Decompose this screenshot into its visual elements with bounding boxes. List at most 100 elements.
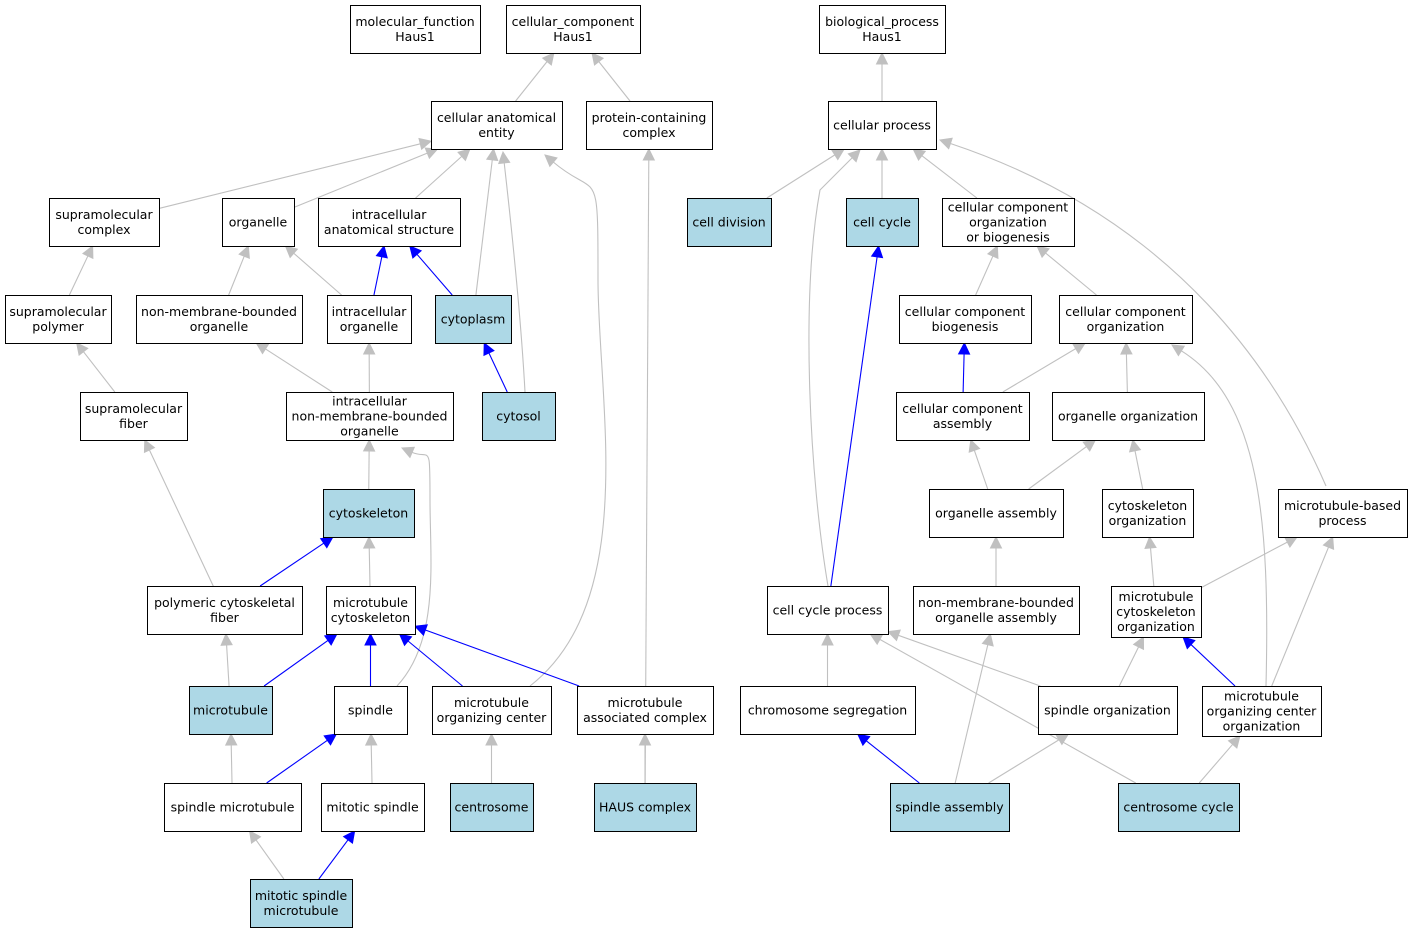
- edge-line: [68, 255, 89, 296]
- node-label: centrosome cycle: [1123, 800, 1234, 815]
- node-label: microtubule: [333, 595, 408, 610]
- go-term-node-haus[interactable]: HAUS complex: [594, 783, 697, 832]
- edge-line: [368, 547, 371, 587]
- node-label: organelle organization: [1058, 409, 1198, 424]
- go-term-node-cytosol[interactable]: cytosol: [482, 392, 556, 441]
- edge-arrowhead: [323, 733, 338, 746]
- node-label: polymeric cytoskeletal: [154, 595, 295, 610]
- node-box: [1111, 586, 1202, 638]
- edge-mtoco-to-mbp: [1271, 535, 1335, 687]
- edge-arrowhead: [75, 342, 89, 356]
- edge-line: [1125, 353, 1128, 393]
- edge-line: [158, 143, 421, 209]
- edge-oo-to-cco: [1120, 341, 1133, 393]
- edge-line: [228, 256, 245, 296]
- edge-line: [1134, 450, 1144, 490]
- node-box: [577, 686, 714, 735]
- node-box: [740, 686, 916, 735]
- go-term-node-cytoplasm[interactable]: cytoplasm: [435, 295, 512, 344]
- go-term-node-spassembly[interactable]: spindle assembly: [890, 783, 1010, 832]
- node-box: [431, 101, 563, 150]
- edge-line: [950, 142, 1327, 487]
- go-term-node-ccp[interactable]: cell cycle process: [767, 586, 889, 635]
- go-term-node-oo[interactable]: organelle organization: [1052, 392, 1205, 441]
- go-term-node-centrosome[interactable]: centrosome: [450, 783, 534, 832]
- go-term-node-cytoskeleton[interactable]: cytoskeleton: [323, 489, 415, 538]
- edge-arrowhead: [375, 244, 388, 259]
- node-label: supramolecular: [55, 207, 153, 222]
- node-label: cytoplasm: [441, 312, 506, 327]
- node-box: [929, 489, 1064, 538]
- go-term-node-cproc[interactable]: cellular process: [828, 101, 937, 150]
- edge-arrowhead: [1128, 438, 1142, 453]
- edge-arrowhead: [847, 149, 861, 163]
- edge-arrowhead: [870, 244, 884, 259]
- edge-arrowhead: [544, 154, 558, 168]
- edge-pcf-to-cytoskeleton: [259, 536, 334, 587]
- edge-arrowhead: [1132, 635, 1145, 651]
- node-label: or biogenesis: [966, 230, 1050, 245]
- go-term-node-chromseg[interactable]: chromosome segregation: [740, 686, 916, 735]
- node-label: microtubule: [264, 903, 339, 918]
- go-term-node-centcycle[interactable]: centrosome cycle: [1118, 783, 1240, 832]
- edge-arrowhead: [1036, 245, 1050, 259]
- go-term-node-mitspindle[interactable]: mitotic spindle: [321, 783, 425, 832]
- go-term-node-inmbo[interactable]: intracellularnon-membrane-boundedorganel…: [286, 392, 454, 441]
- edge-spindle-to-inmbo: [396, 446, 432, 687]
- node-box: [5, 295, 112, 344]
- edge-line: [921, 155, 978, 199]
- go-term-node-spmt[interactable]: spindle microtubule: [164, 783, 302, 832]
- edge-smc-to-cae: [158, 137, 433, 209]
- edge-arrowhead: [1322, 535, 1335, 551]
- node-box: [1059, 295, 1193, 344]
- node-label: organization: [969, 215, 1047, 230]
- node-box: [767, 586, 889, 635]
- edge-arrowhead: [1144, 535, 1157, 549]
- go-term-node-spindle[interactable]: spindle: [334, 686, 408, 735]
- go-term-node-oa[interactable]: organelle assembly: [929, 489, 1064, 538]
- go-term-node-celldiv[interactable]: cell division: [687, 198, 772, 247]
- edge-arrowhead: [831, 148, 846, 161]
- node-label: associated complex: [583, 710, 707, 725]
- edge-arrowhead: [1072, 342, 1087, 355]
- go-term-node-cellcycle[interactable]: cell cycle: [846, 198, 919, 247]
- edge-arrowhead: [248, 830, 262, 845]
- node-box: [327, 295, 412, 344]
- edge-mtac-to-mtcs: [413, 624, 580, 687]
- node-label: organizing center: [1207, 704, 1317, 719]
- edge-line: [1028, 446, 1087, 490]
- node-label: biological_process: [825, 14, 939, 29]
- go-term-node-spindleorg[interactable]: spindle organization: [1038, 686, 1178, 735]
- edge-mtcso-to-cso: [1144, 535, 1157, 587]
- go-term-node-microtubule[interactable]: microtubule: [189, 686, 273, 735]
- edge-ccob-to-cproc: [912, 148, 978, 199]
- edge-arrowhead: [364, 632, 377, 646]
- go-term-node-organelle[interactable]: organelle: [222, 198, 295, 247]
- node-label: cytosol: [496, 409, 540, 424]
